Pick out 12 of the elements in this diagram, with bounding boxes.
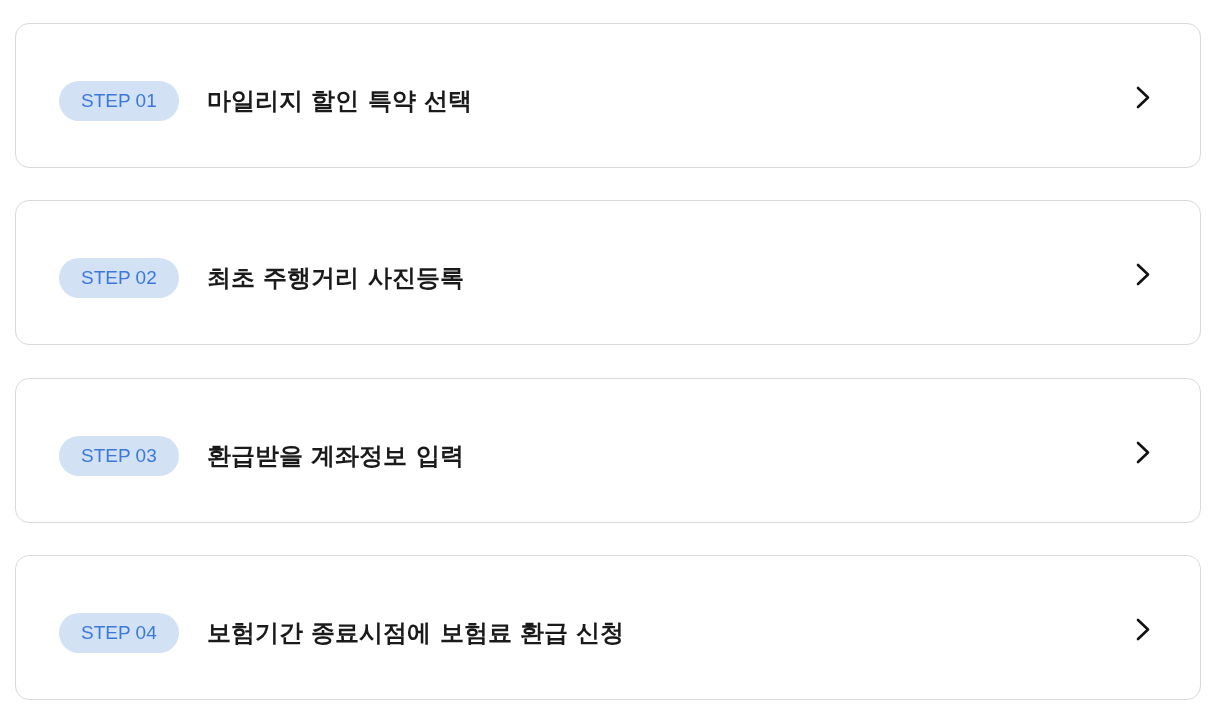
step-badge: STEP 02 (59, 258, 179, 298)
step-badge: STEP 01 (59, 81, 179, 121)
step-title: 환급받을 계좌정보 입력 (207, 441, 464, 472)
step-card (15, 378, 1201, 523)
step-card (15, 23, 1201, 168)
step-title: 마일리지 할인 특약 선택 (207, 86, 473, 117)
step-title: 최초 주행거리 사진등록 (207, 263, 464, 294)
step-badge: STEP 03 (59, 436, 179, 476)
step-title: 보험기간 종료시점에 보험료 환급 신청 (207, 618, 625, 649)
step-card (15, 200, 1201, 345)
step-card (15, 555, 1201, 700)
step-badge: STEP 04 (59, 613, 179, 653)
